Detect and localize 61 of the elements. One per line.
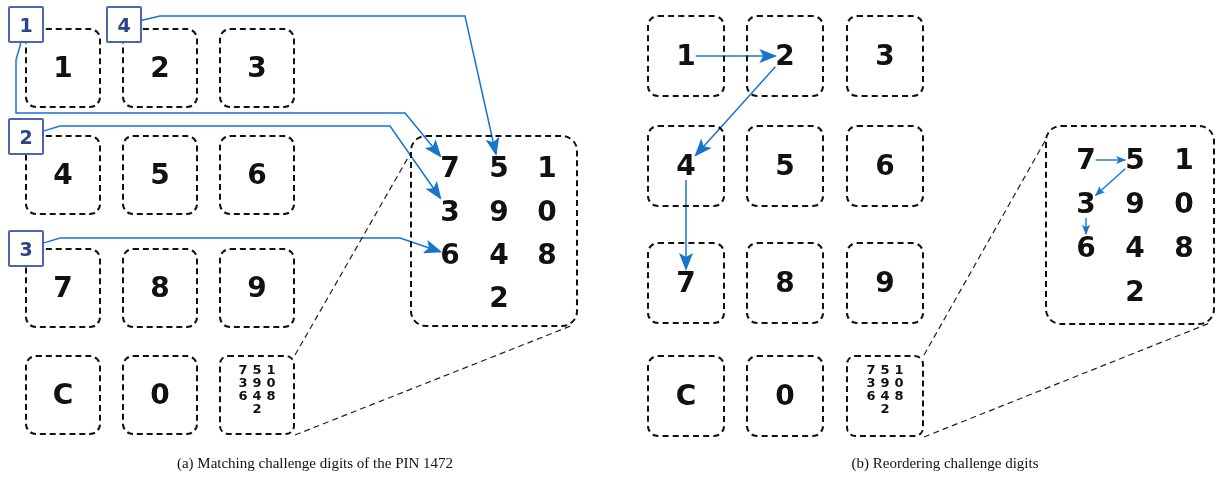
- zoom-line: [923, 140, 1046, 356]
- arrow: [43, 125, 442, 200]
- arrow: [43, 237, 443, 254]
- keypad-key: C: [25, 355, 101, 435]
- challenge-digit: 4: [1125, 234, 1145, 262]
- keypad-key: 5: [122, 135, 198, 215]
- challenge-digit: 1: [537, 154, 557, 182]
- challenge-digit: 4: [489, 241, 509, 269]
- arrow: [694, 49, 778, 63]
- arrow: [15, 42, 442, 158]
- challenge-digit: 6: [440, 241, 460, 269]
- keypad-key: 9: [846, 242, 924, 324]
- scrambled-keypad-key: 7 3 6 5 9 4 2 1 0 8: [846, 355, 924, 437]
- keypad-key: 2: [746, 15, 824, 97]
- callout-number: 3: [8, 230, 44, 267]
- arrow: [679, 179, 693, 271]
- scrambled-keypad-key: 7 3 6 5 9 4 2 1 0 8: [219, 355, 295, 435]
- zoomed-keypad-panel: [410, 135, 578, 327]
- keypad-key: 8: [746, 242, 824, 324]
- figure-caption: (a) Matching challenge digits of the PIN 1472: [176, 455, 454, 472]
- keypad-key: 3: [846, 15, 924, 97]
- challenge-digit: 3: [440, 198, 460, 226]
- zoomed-keypad-panel: [1045, 125, 1215, 325]
- challenge-digit: 0: [1174, 190, 1194, 218]
- challenge-digit: 9: [489, 198, 509, 226]
- callout-number: 1: [8, 6, 44, 43]
- keypad-key: 0: [122, 355, 198, 435]
- challenge-digit: 7: [1076, 146, 1096, 174]
- callout-number: 2: [8, 118, 44, 155]
- figure-caption: (b) Reordering challenge digits: [851, 455, 1039, 472]
- keypad-key: 8: [122, 248, 198, 328]
- keypad-key: 6: [219, 135, 295, 215]
- keypad-key: 6: [846, 125, 924, 207]
- keypad-key: 4: [647, 125, 725, 207]
- challenge-digit: 1: [1174, 146, 1194, 174]
- challenge-digit: 8: [1174, 234, 1194, 262]
- challenge-digit: 8: [537, 241, 557, 269]
- challenge-digit: 5: [489, 154, 509, 182]
- keypad-key: 7: [647, 242, 725, 324]
- challenge-digit: 6: [1076, 234, 1096, 262]
- keypad-key: 9: [219, 248, 295, 328]
- arrow: [1094, 168, 1126, 196]
- callout-number: 4: [106, 6, 142, 43]
- challenge-digit: 7: [440, 154, 460, 182]
- challenge-digit: 9: [1125, 190, 1145, 218]
- keypad-key: 0: [746, 355, 824, 437]
- challenge-digit: 2: [1125, 278, 1145, 306]
- arrow: [141, 15, 500, 156]
- challenge-digit: 2: [489, 284, 509, 312]
- keypad-key: 3: [219, 28, 295, 108]
- keypad-key: 1: [647, 15, 725, 97]
- challenge-digit: 0: [537, 198, 557, 226]
- keypad-key: 5: [746, 125, 824, 207]
- challenge-digit: 5: [1125, 146, 1145, 174]
- zoom-line: [923, 322, 1211, 438]
- arrow: [1082, 217, 1090, 235]
- arrow: [694, 66, 777, 157]
- challenge-digit: 3: [1076, 190, 1096, 218]
- zoom-line: [294, 153, 411, 356]
- keypad-key: C: [647, 355, 725, 437]
- arrow: [1095, 156, 1127, 164]
